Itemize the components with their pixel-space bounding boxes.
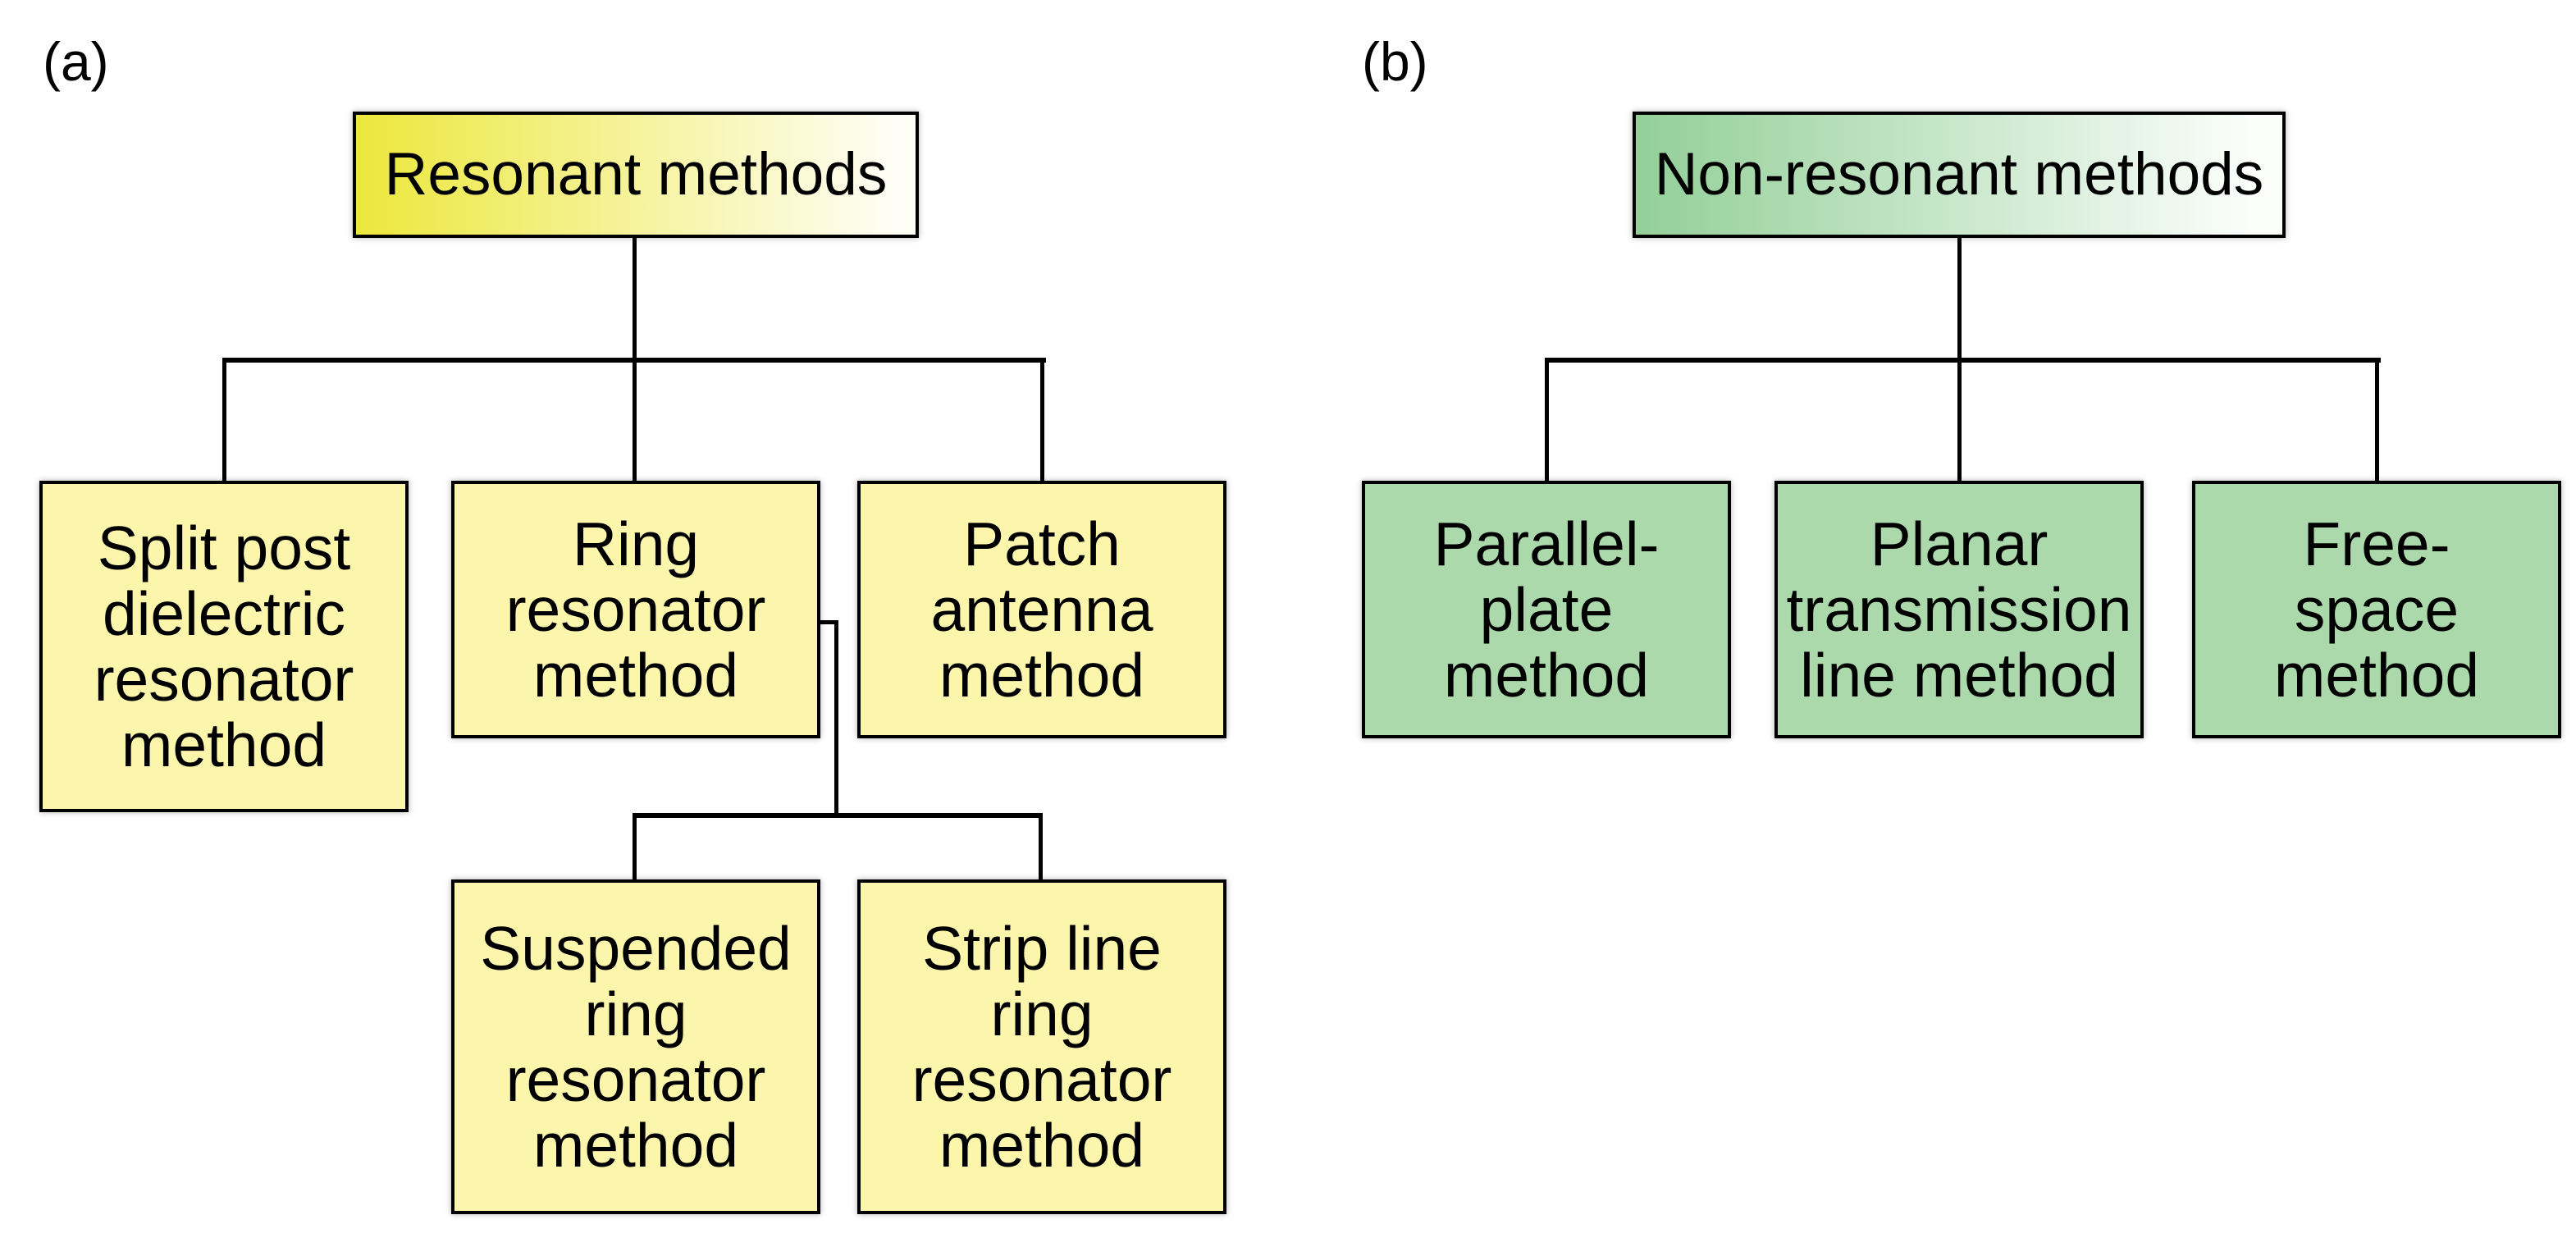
node-split-post-dielectric-resonator-method: Split post dielectric resonator method xyxy=(39,481,409,812)
node-ring-resonator-method: Ring resonator method xyxy=(451,481,820,738)
connector-line xyxy=(633,813,1043,818)
node-label: Strip line ring resonator method xyxy=(911,913,1172,1181)
connector-line xyxy=(1957,363,1962,481)
connector-line xyxy=(222,358,1046,363)
connector-line xyxy=(1040,358,1044,481)
connector-line xyxy=(1545,358,1549,481)
panel-a-label: (a) xyxy=(43,31,109,92)
node-patch-antenna-method: Patch antenna method xyxy=(857,481,1226,738)
node-parallel-plate-method: Parallel- plate method xyxy=(1362,481,1731,738)
connector-line xyxy=(1545,358,2381,363)
connector-line xyxy=(633,813,637,879)
node-free-space-method: Free- space method xyxy=(2192,481,2561,738)
panel-b-label: (b) xyxy=(1362,31,1428,92)
connector-line xyxy=(633,363,637,481)
connector-line xyxy=(1039,813,1043,879)
node-strip-line-ring-resonator-method: Strip line ring resonator method xyxy=(857,879,1226,1214)
node-label: Ring resonator method xyxy=(505,509,766,710)
node-non-resonant-methods: Non-resonant methods xyxy=(1633,112,2286,238)
node-label: Patch antenna method xyxy=(930,509,1153,710)
node-label: Parallel- plate method xyxy=(1433,509,1660,710)
node-resonant-methods: Resonant methods xyxy=(353,112,919,238)
node-resonant-methods-label: Resonant methods xyxy=(384,140,888,208)
node-label: Split post dielectric resonator method xyxy=(94,513,354,780)
node-label: Suspended ring resonator method xyxy=(480,913,792,1181)
connector-line xyxy=(820,620,838,624)
connector-line xyxy=(222,358,226,481)
node-label: Free- space method xyxy=(2273,509,2480,710)
node-planar-transmission-line-method: Planar transmission line method xyxy=(1774,481,2144,738)
connector-line xyxy=(834,620,838,817)
connector-line xyxy=(633,238,637,359)
connector-line xyxy=(2375,358,2379,481)
node-label: Planar transmission line method xyxy=(1786,509,2132,710)
node-non-resonant-methods-label: Non-resonant methods xyxy=(1654,140,2264,208)
connector-line xyxy=(1957,238,1962,359)
node-suspended-ring-resonator-method: Suspended ring resonator method xyxy=(451,879,820,1214)
